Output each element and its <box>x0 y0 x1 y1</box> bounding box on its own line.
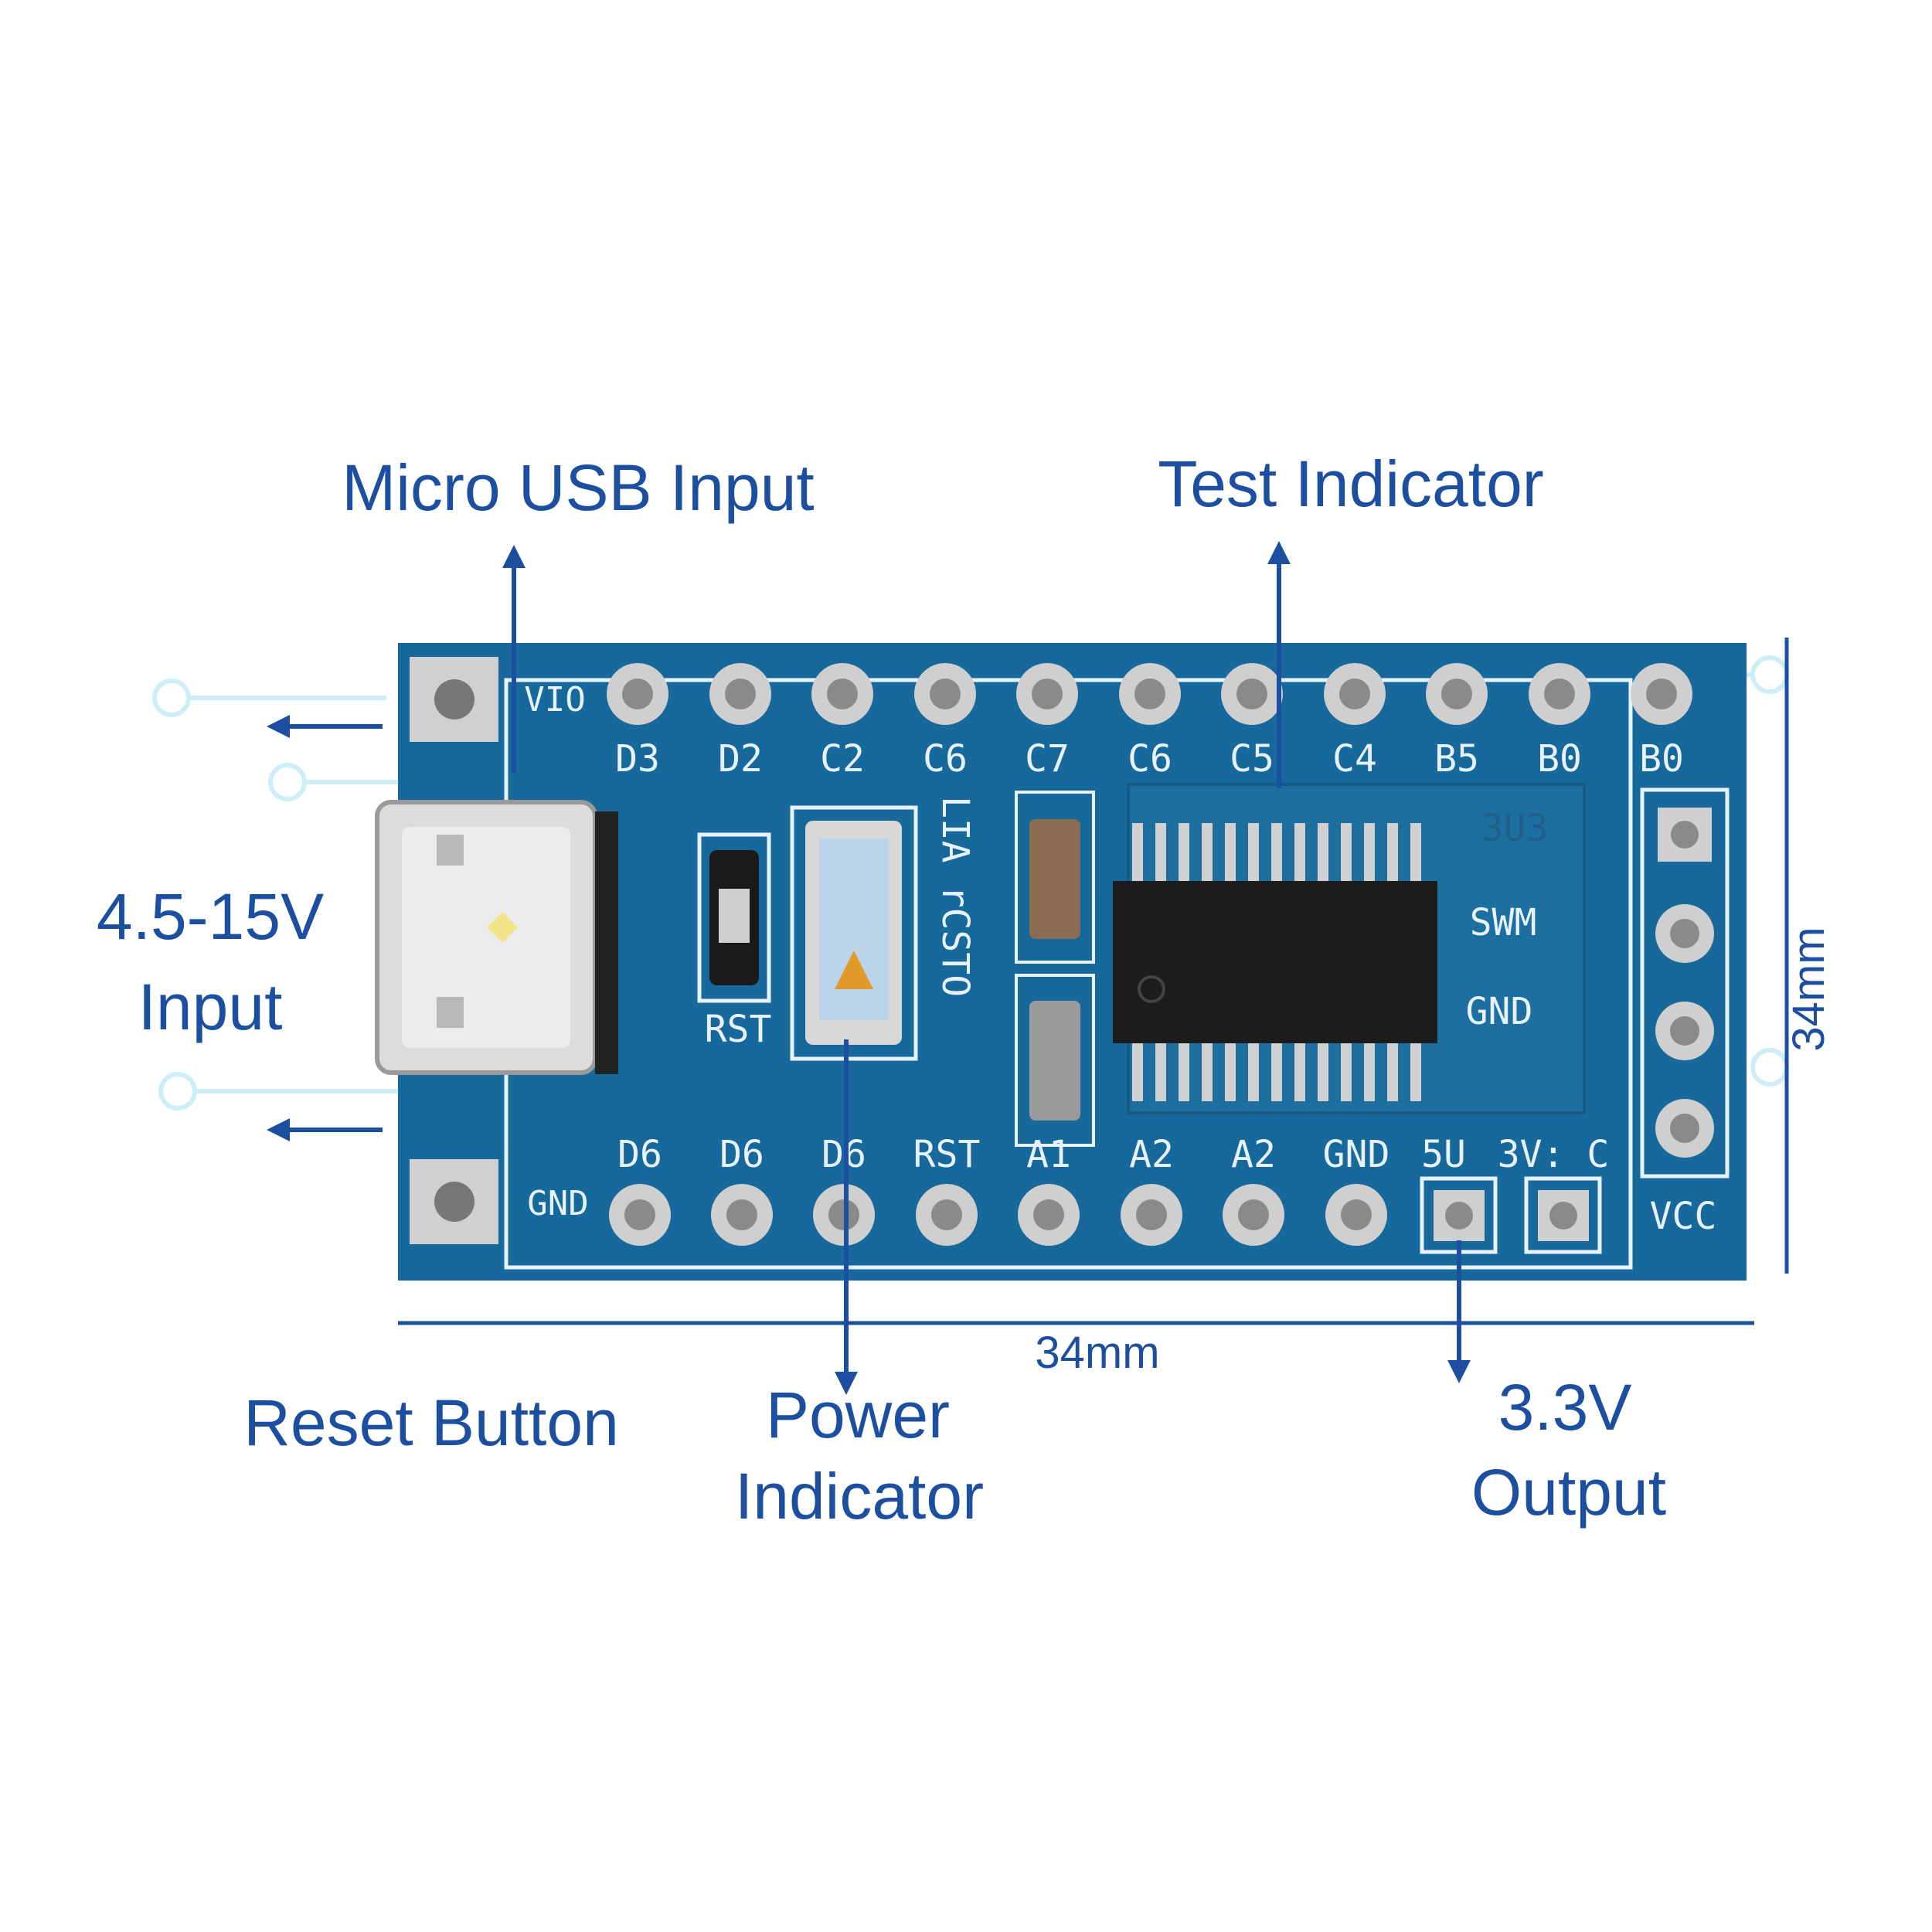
height-dimension-label: 34mm <box>1784 927 1834 1051</box>
dimension-lines <box>398 638 1789 1325</box>
right-pin <box>1655 1002 1714 1060</box>
top-pin-label: D3 <box>615 737 660 781</box>
mounting-pads <box>410 657 498 1244</box>
top-pin <box>1119 663 1181 725</box>
top-pin-label: C7 <box>1025 737 1070 781</box>
reset-button-callout: Reset Button <box>243 1386 619 1459</box>
gnd-label: GND <box>527 1184 588 1223</box>
top-pin-label: C6 <box>1128 737 1172 781</box>
top-pin <box>1016 663 1078 725</box>
vio-label: VIO <box>524 680 585 719</box>
top-pin <box>709 663 771 725</box>
power-indicator-callout-line1: Power <box>766 1379 950 1451</box>
bottom-pin <box>711 1184 773 1246</box>
top-pin-label: D2 <box>718 737 763 781</box>
bottom-pin-label: A1 <box>1026 1133 1071 1176</box>
top-pin-labels: D3 D2 C2 C6 C7 C6 C5 C4 B5 B0 B0 <box>615 737 1684 781</box>
bottom-pin <box>1018 1184 1080 1246</box>
output-callout-line2: Output <box>1471 1456 1666 1529</box>
reset-button[interactable] <box>697 832 771 1003</box>
capacitors <box>1015 791 1095 1147</box>
bottom-pin <box>1121 1184 1182 1246</box>
micro-usb-callout: Micro USB Input <box>342 451 815 524</box>
top-pin-label: B5 <box>1434 737 1479 781</box>
top-pin <box>1221 663 1283 725</box>
top-pin-label: C6 <box>923 737 968 781</box>
bottom-pin-square <box>1524 1176 1602 1254</box>
top-pin-label: B0 <box>1639 737 1684 781</box>
power-indicator-callout-line2: Indicator <box>735 1460 984 1532</box>
bottom-pin-label: A2 <box>1231 1133 1276 1176</box>
vertical-silk-text: LIA rCSTO <box>934 796 977 997</box>
top-pin <box>1529 663 1590 725</box>
microcontroller-chip <box>1113 823 1437 1101</box>
chip-label-swm: SWM <box>1470 901 1537 944</box>
top-pin <box>811 663 873 725</box>
bottom-pin-label: D6 <box>617 1133 662 1176</box>
vcc-label: VCC <box>1650 1195 1717 1238</box>
power-indicator-led <box>790 805 918 1061</box>
chip-label-gnd: GND <box>1466 990 1533 1033</box>
bottom-pin <box>1325 1184 1387 1246</box>
bottom-pin-label: A2 <box>1129 1133 1174 1176</box>
right-header-pins <box>1655 808 1714 1158</box>
right-pin-square <box>1658 808 1712 862</box>
bottom-pin-label: 3V: C <box>1498 1133 1610 1176</box>
top-pin <box>1324 663 1386 725</box>
output-callout-line1: 3.3V <box>1498 1371 1632 1444</box>
bottom-pin-label: RST <box>913 1133 981 1176</box>
top-pin <box>1426 663 1488 725</box>
callout-arrows <box>267 541 1471 1395</box>
bottom-pin-label: D6 <box>719 1133 764 1176</box>
input-voltage-callout-line2: Input <box>138 971 283 1043</box>
input-voltage-callout-line1: 4.5-15V <box>97 880 324 953</box>
top-pin-label: B0 <box>1537 737 1582 781</box>
right-pin <box>1655 1099 1714 1158</box>
top-pin-label: C2 <box>820 737 865 781</box>
micro-usb-connector <box>375 800 618 1075</box>
top-pin <box>1631 663 1692 725</box>
top-header-pins <box>607 663 1692 725</box>
test-indicator-callout: Test Indicator <box>1158 447 1544 520</box>
chip-label-3u3: 3U3 <box>1481 807 1549 850</box>
bottom-pin <box>916 1184 978 1246</box>
top-pin-label: C4 <box>1332 737 1377 781</box>
top-pin <box>914 663 976 725</box>
bottom-pin <box>1223 1184 1284 1246</box>
bottom-pin-label: GND <box>1323 1133 1390 1176</box>
top-pin-label: C5 <box>1230 737 1274 781</box>
width-dimension-label: 34mm <box>1035 1328 1159 1378</box>
right-pin <box>1655 904 1714 963</box>
bottom-pin-label: 5U <box>1421 1133 1466 1176</box>
bottom-header-pins <box>609 1176 1602 1254</box>
bottom-pin <box>609 1184 671 1246</box>
top-pin <box>607 663 668 725</box>
reset-silk-label: RST <box>705 1008 772 1051</box>
